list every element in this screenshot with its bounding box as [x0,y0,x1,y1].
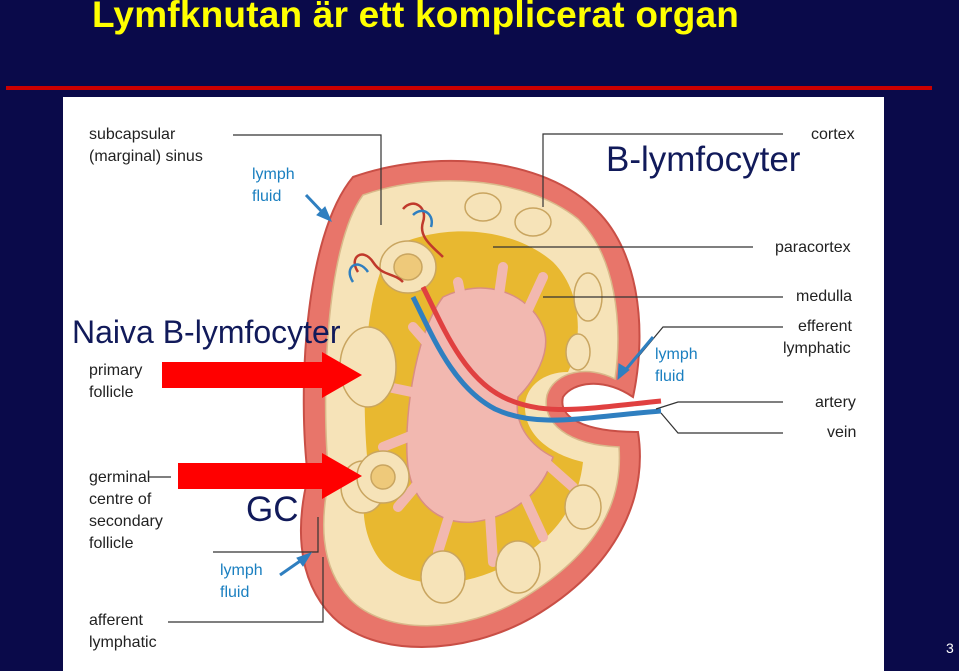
label-fluid-bottom: fluid [220,584,250,601]
label-medulla: medulla [796,288,853,305]
label-primary-follicle: follicle [89,384,134,401]
title-divider [6,86,932,90]
label-marginal-sinus: (marginal) sinus [89,148,203,165]
label-lymph-right: lymph [655,346,698,363]
overlay-naive-b-lymphocytes: Naiva B-lymfocyter [72,314,341,350]
leader-lines [149,133,783,623]
diagram-panel: subcapsular (marginal) sinus lymph fluid… [63,97,884,671]
label-vein: vein [827,424,857,441]
overlay-b-lymphocytes: B-lymfocyter [606,140,801,179]
fluid-arrows [279,193,655,577]
red-arrow-germinal-centre [178,453,362,499]
label-lymph-top: lymph [252,166,295,183]
lymph-node-diagram [149,133,783,648]
label-germinal: germinal [89,469,151,486]
label-fluid-right: fluid [655,368,685,385]
red-arrow-primary-follicle [162,352,362,398]
label-secondary: secondary [89,513,163,530]
label-paracortex: paracortex [775,239,851,256]
label-efferent-lymphatic: lymphatic [783,340,851,357]
label-primary: primary [89,362,143,379]
label-cortex: cortex [811,126,855,143]
page-number: 3 [946,640,954,656]
label-artery: artery [815,394,856,411]
artery [420,285,662,413]
label-fluid-top: fluid [252,188,282,205]
label-afferent: afferent [89,612,143,629]
label-lymph-bottom: lymph [220,562,263,579]
label-afferent-lymphatic: lymphatic [89,634,157,651]
label-subcapsular: subcapsular [89,126,176,143]
label-centre-of: centre of [89,491,152,508]
overlay-gc: GC [246,490,299,529]
slide-title: Lymfknutan är ett komplicerat organ [92,0,740,35]
label-secondary-follicle: follicle [89,535,134,552]
follicles [339,192,603,604]
vein [410,295,662,423]
afferent-vessels [348,202,444,283]
label-efferent: efferent [798,318,852,335]
